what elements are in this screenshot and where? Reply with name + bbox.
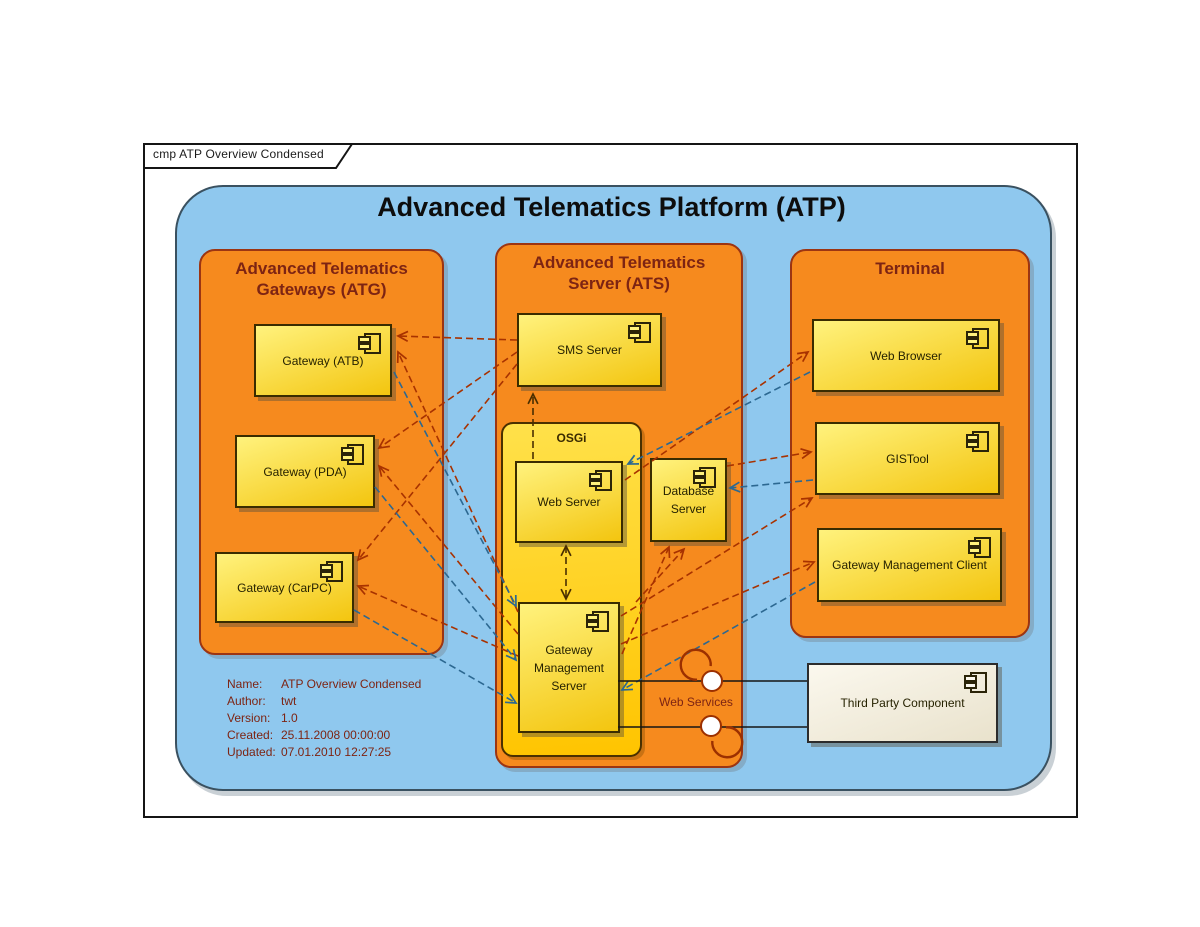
component-label: Gateway Management Server — [533, 642, 605, 693]
web-services-label: Web Services — [659, 695, 733, 709]
component-gistool[interactable]: GISTool — [815, 422, 1000, 495]
component-icon — [358, 333, 381, 354]
component-icon — [966, 431, 989, 452]
component-label: Gateway (ATB) — [282, 353, 364, 368]
component-webbrowser[interactable]: Web Browser — [812, 319, 1000, 392]
component-webserver[interactable]: Web Server — [515, 461, 623, 543]
component-icon — [964, 672, 987, 693]
component-label: Web Server — [537, 495, 601, 509]
component-icon — [628, 322, 651, 343]
component-sms[interactable]: SMS Server — [517, 313, 662, 387]
platform-title: Advanced Telematics Platform (ATP) — [377, 192, 846, 222]
component-icon — [966, 328, 989, 349]
metadata-row: Author:twt — [227, 694, 297, 708]
component-label: GISTool — [886, 451, 929, 466]
component-atb[interactable]: Gateway (ATB) — [254, 324, 392, 397]
group-terminal-title: Terminal — [875, 259, 945, 278]
frame-tab-label: cmp ATP Overview Condensed — [153, 147, 324, 161]
component-pda[interactable]: Gateway (PDA) — [235, 435, 375, 508]
group-atg-title: Advanced Telematics Gateways (ATG) — [235, 259, 408, 300]
component-gmc[interactable]: Gateway Management Client — [817, 528, 1002, 602]
metadata-row: Created:25.11.2008 00:00:00 — [227, 728, 391, 742]
component-gms[interactable]: Gateway Management Server — [518, 602, 620, 733]
metadata-row: Version:1.0 — [227, 711, 298, 725]
component-label: Gateway Management Client — [832, 558, 987, 572]
component-label: Third Party Component — [840, 696, 965, 710]
component-icon — [968, 537, 991, 558]
component-icon — [589, 470, 612, 491]
component-icon — [586, 611, 609, 632]
group-ats-title: Advanced Telematics Server (ATS) — [532, 253, 706, 294]
osgi-label: OSGi — [556, 431, 587, 445]
component-carpc[interactable]: Gateway (CarPC) — [215, 552, 354, 623]
component-db[interactable]: Database Server — [650, 458, 727, 542]
metadata-row: Name:ATP Overview Condensed — [227, 677, 422, 691]
component-label: SMS Server — [557, 343, 622, 357]
component-icon — [693, 467, 716, 488]
component-icon — [341, 444, 364, 465]
metadata-row: Updated:07.01.2010 12:27:25 — [227, 745, 392, 759]
component-label: Gateway (PDA) — [263, 464, 347, 479]
component-icon — [320, 561, 343, 582]
component-label: Gateway (CarPC) — [237, 580, 332, 595]
component-label: Web Browser — [870, 348, 942, 363]
component-tpc[interactable]: Third Party Component — [807, 663, 998, 743]
